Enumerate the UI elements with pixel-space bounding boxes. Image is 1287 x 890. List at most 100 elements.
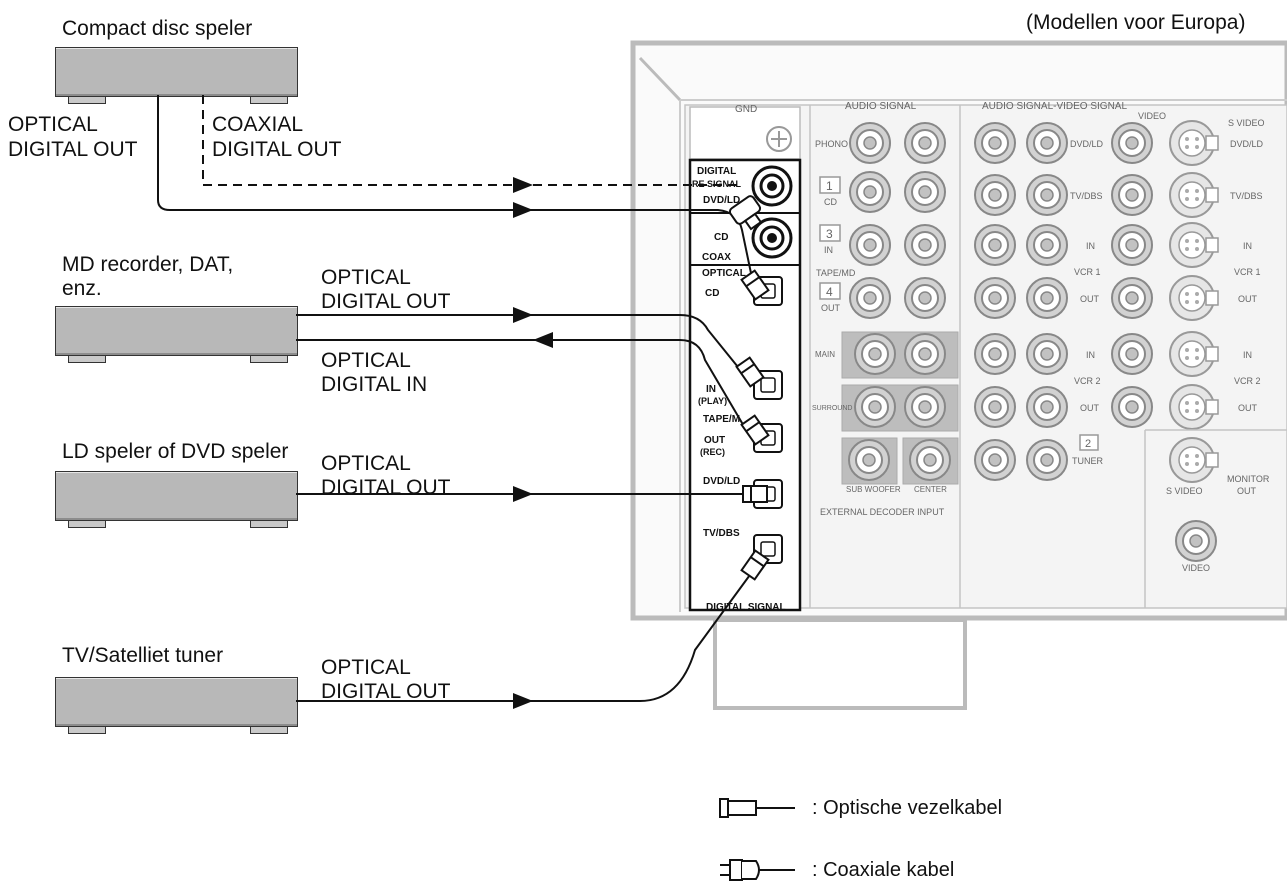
tv-tuner-device [55, 677, 298, 727]
tape-out-text: OUT [704, 435, 725, 446]
external-decoder-text: EXTERNAL DECODER INPUT [820, 507, 945, 517]
tv-out-label-2: DIGITAL OUT [321, 680, 451, 703]
ld-out-label-1: OPTICAL [321, 452, 411, 475]
vcr1-out-text: OUT [1080, 294, 1100, 304]
md-out-label-2: DIGITAL OUT [321, 290, 451, 313]
device-foot [250, 355, 288, 363]
region-note: (Modellen voor Europa) [1026, 11, 1246, 34]
tuner-text: TUNER [1072, 456, 1103, 466]
ld-dvd-player-device [55, 471, 298, 521]
device-foot [250, 726, 288, 734]
coaxial-plug [728, 195, 763, 231]
surround-text: SURROUND [812, 405, 852, 412]
optical-cable-icon [719, 798, 795, 818]
optical-plug [740, 549, 770, 581]
cd-player-device [55, 47, 298, 97]
audio-signal-text: AUDIO SIGNAL [845, 101, 917, 112]
input-3-text: 3 [826, 227, 833, 241]
gnd-text: GND [735, 104, 757, 115]
phono-text: PHONO [815, 139, 848, 149]
coax-jack-cd [751, 217, 793, 259]
md-recorder-label: MD recorder, DAT, [62, 253, 234, 276]
audio-video-signal-text: AUDIO SIGNAL-VIDEO SIGNAL [982, 101, 1127, 112]
vcr2-out-text: OUT [1080, 403, 1100, 413]
tape-md-text: TAPE/M [703, 414, 740, 425]
md-recorder-label-2: enz. [62, 277, 102, 300]
coax-cd-text: CD [714, 232, 728, 243]
input-tape-md-text: TAPE/MD [816, 268, 856, 278]
sv-vcr2-text: VCR 2 [1234, 376, 1261, 386]
optical-tv-dbs-text: TV/DBS [703, 528, 740, 539]
rec-text: (REC) [700, 447, 725, 457]
center-text: CENTER [914, 485, 947, 494]
digital-signal-text: DIGITAL SIGNAL [706, 602, 786, 613]
cd-player-label: Compact disc speler [62, 17, 253, 40]
digital-text: DIGITAL [697, 166, 736, 177]
cd-coaxial-cable [202, 95, 738, 186]
md-recorder-device [55, 306, 298, 356]
coax-dvd-ld-text: DVD/LD [703, 195, 740, 206]
device-foot [68, 726, 106, 734]
av-dvd-ld-text: DVD/LD [1070, 139, 1104, 149]
cd-coaxial-label-2: DIGITAL OUT [212, 138, 342, 161]
device-foot [250, 96, 288, 104]
device-foot [68, 96, 106, 104]
input-tape-out-text: OUT [821, 303, 841, 313]
sv-vcr1-out-text: OUT [1238, 294, 1258, 304]
input-tape-in-text: IN [824, 245, 833, 255]
optical-plug [742, 485, 768, 503]
play-text: (PLAY) [698, 396, 727, 406]
device-foot [250, 520, 288, 528]
optical-plug [740, 414, 770, 446]
input-cd-text: CD [824, 197, 837, 207]
md-optical-out-cable [296, 314, 743, 373]
optical-cd-text: CD [705, 288, 719, 299]
md-optical-in-cable [296, 339, 746, 429]
sv-vcr2-out-text: OUT [1238, 403, 1258, 413]
vcr1-text: VCR 1 [1074, 267, 1101, 277]
coaxial-cable-icon [720, 859, 795, 881]
vcr2-text: VCR 2 [1074, 376, 1101, 386]
optical-plug [740, 269, 770, 301]
sub-woofer-text: SUB WOOFER [846, 485, 901, 494]
coax-jack-dvd-ld [751, 165, 793, 207]
md-out-label-1: OPTICAL [321, 266, 411, 289]
optical-dvd-ld-text: DVD/LD [703, 476, 740, 487]
monitor-out-text: OUT [1237, 486, 1257, 496]
cd-coaxial-label-1: COAXIAL [212, 113, 304, 136]
legend-coaxial-label: : Coaxiale kabel [812, 859, 955, 881]
sv-vcr1-in-text: IN [1243, 241, 1252, 251]
sv-vcr1-text: VCR 1 [1234, 267, 1261, 277]
optical-plug [735, 356, 765, 388]
monitor-s-video-text: S VIDEO [1166, 486, 1203, 496]
device-foot [68, 355, 106, 363]
device-foot [68, 520, 106, 528]
md-in-label-1: OPTICAL [321, 349, 411, 372]
cd-optical-label-2: DIGITAL OUT [8, 138, 138, 161]
optical-text: OPTICAL [702, 268, 746, 279]
input-4-text: 4 [826, 285, 833, 299]
monitor-text: MONITOR [1227, 474, 1270, 484]
vcr2-in-text: IN [1086, 350, 1095, 360]
video-header-text: VIDEO [1138, 111, 1166, 121]
monitor-video-text: VIDEO [1182, 563, 1210, 573]
tv-tuner-label: TV/Satelliet tuner [62, 644, 224, 667]
md-in-label-2: DIGITAL IN [321, 373, 428, 396]
s-video-header-text: S VIDEO [1228, 118, 1265, 128]
sv-vcr2-in-text: IN [1243, 350, 1252, 360]
tv-optical-cable [296, 567, 756, 702]
av-tv-dbs-text: TV/DBS [1070, 191, 1103, 201]
sv-tv-dbs-text: TV/DBS [1230, 191, 1263, 201]
cd-optical-label-1: OPTICAL [8, 113, 98, 136]
tape-in-text: IN [706, 384, 716, 395]
main-text: MAIN [815, 350, 835, 359]
tv-out-label-1: OPTICAL [321, 656, 411, 679]
vcr1-in-text: IN [1086, 241, 1095, 251]
sv-dvd-ld-text: DVD/LD [1230, 139, 1264, 149]
coax-text: COAX [702, 252, 731, 263]
ld-dvd-player-label: LD speler of DVD speler [62, 440, 289, 463]
tuner-2-text: 2 [1085, 438, 1091, 450]
input-1-text: 1 [826, 179, 833, 193]
legend-optical-label: : Optische vezelkabel [812, 797, 1003, 819]
